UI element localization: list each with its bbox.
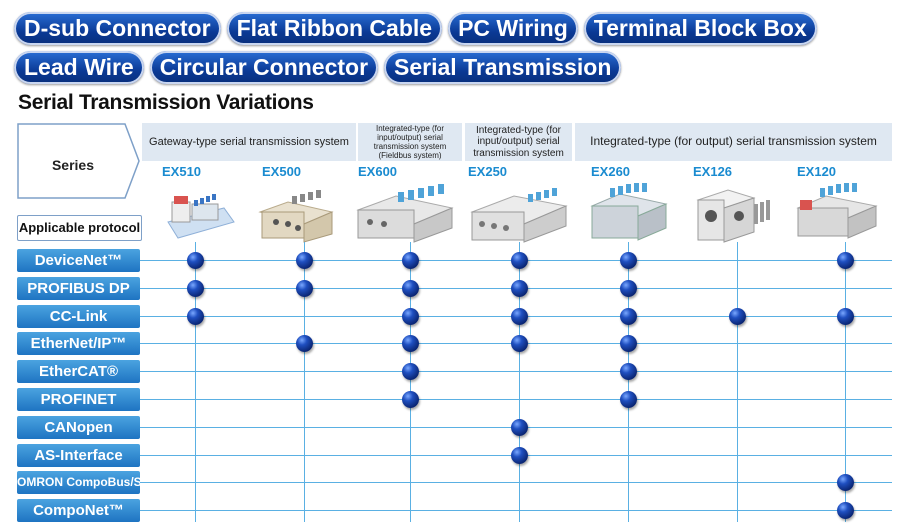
protocol-row-label[interactable]: EtherNet/IP™ <box>17 332 140 355</box>
support-dot <box>511 252 528 269</box>
support-dot <box>187 308 204 325</box>
support-dot <box>620 335 637 352</box>
group-integrated-io-fieldbus: Integrated-type (for input/output) seria… <box>358 123 462 161</box>
protocol-row-label[interactable]: CC-Link <box>17 305 140 328</box>
product-image-ex510 <box>167 194 235 239</box>
row-line <box>140 371 892 372</box>
support-dot <box>620 308 637 325</box>
row-line <box>140 510 892 511</box>
product-image-ex260 <box>590 183 668 241</box>
series-label: Series <box>51 157 95 173</box>
model-ex500[interactable]: EX500 <box>262 164 302 179</box>
row-line <box>140 482 892 483</box>
support-dot <box>620 252 637 269</box>
support-dot <box>187 252 204 269</box>
row-line <box>140 399 892 400</box>
series-arrow-shape <box>17 123 140 199</box>
protocol-row-label[interactable]: PROFINET <box>17 388 140 411</box>
protocol-row-label[interactable]: EtherCAT® <box>17 360 140 383</box>
tab-row-2: Lead Wire Circular Connector Serial Tran… <box>14 51 904 84</box>
product-image-ex250 <box>470 188 568 243</box>
support-dot <box>511 419 528 436</box>
tab-d-sub-connector[interactable]: D-sub Connector <box>14 12 221 45</box>
column-line-ex600 <box>410 242 411 522</box>
support-dot <box>402 280 419 297</box>
support-dot <box>837 308 854 325</box>
support-dot <box>511 447 528 464</box>
column-line-ex500 <box>304 242 305 522</box>
tab-lead-wire[interactable]: Lead Wire <box>14 51 144 84</box>
support-dot <box>402 308 419 325</box>
column-line-ex126 <box>737 242 738 522</box>
support-dot <box>511 280 528 297</box>
support-dot <box>187 280 204 297</box>
support-dot <box>729 308 746 325</box>
protocol-row-label[interactable]: PROFIBUS DP <box>17 277 140 300</box>
column-line-ex120 <box>845 242 846 522</box>
tab-pc-wiring[interactable]: PC Wiring <box>448 12 578 45</box>
category-tabs: D-sub Connector Flat Ribbon Cable PC Wir… <box>14 12 904 90</box>
applicable-protocol-label: Applicable protocol <box>17 215 142 241</box>
protocol-row-label[interactable]: OMRON CompoBus/S <box>17 471 140 494</box>
product-image-ex120 <box>796 183 878 239</box>
support-dot <box>620 391 637 408</box>
protocol-row-label[interactable]: AS-Interface <box>17 444 140 467</box>
model-ex126[interactable]: EX126 <box>693 164 733 179</box>
tab-flat-ribbon-cable[interactable]: Flat Ribbon Cable <box>226 12 443 45</box>
tab-terminal-block-box[interactable]: Terminal Block Box <box>583 12 817 45</box>
model-ex510[interactable]: EX510 <box>162 164 202 179</box>
tab-serial-transmission[interactable]: Serial Transmission <box>384 51 622 84</box>
product-image-ex500 <box>258 190 334 243</box>
support-dot <box>620 280 637 297</box>
support-dot <box>837 252 854 269</box>
support-dot <box>296 335 313 352</box>
model-ex600[interactable]: EX600 <box>358 164 398 179</box>
tab-circular-connector[interactable]: Circular Connector <box>149 51 379 84</box>
group-gateway-type: Gateway-type serial transmission system <box>142 123 356 161</box>
column-line-ex510 <box>195 242 196 522</box>
column-line-ex250 <box>519 242 520 522</box>
group-integrated-output: Integrated-type (for output) serial tran… <box>575 123 892 161</box>
product-image-ex600 <box>356 184 454 243</box>
support-dot <box>402 363 419 380</box>
series-header: Series <box>17 123 140 199</box>
support-dot <box>402 391 419 408</box>
support-dot <box>296 280 313 297</box>
page-title: Serial Transmission Variations <box>18 91 314 114</box>
support-dot <box>402 252 419 269</box>
tab-row-1: D-sub Connector Flat Ribbon Cable PC Wir… <box>14 12 904 45</box>
support-dot <box>837 474 854 491</box>
support-dot <box>402 335 419 352</box>
support-dot <box>620 363 637 380</box>
support-dot <box>511 308 528 325</box>
protocol-row-label[interactable]: DeviceNet™ <box>17 249 140 272</box>
model-ex120[interactable]: EX120 <box>797 164 837 179</box>
support-dot <box>837 502 854 519</box>
product-image-ex126 <box>696 189 770 243</box>
support-dot <box>511 335 528 352</box>
protocol-row-label[interactable]: CANopen <box>17 416 140 439</box>
protocol-row-label[interactable]: CompoNet™ <box>17 499 140 522</box>
group-integrated-io: Integrated-type (for input/output) seria… <box>465 123 572 161</box>
column-line-ex260 <box>628 242 629 522</box>
model-ex250[interactable]: EX250 <box>468 164 508 179</box>
support-dot <box>296 252 313 269</box>
model-ex260[interactable]: EX260 <box>591 164 631 179</box>
